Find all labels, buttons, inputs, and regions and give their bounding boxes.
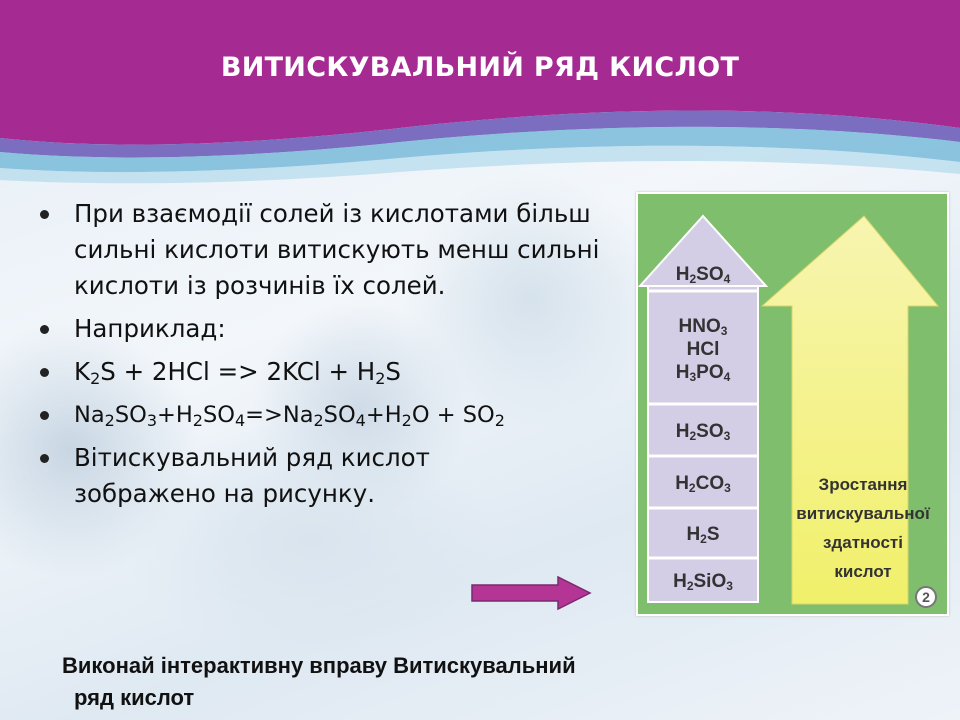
slide-title: ВИТИСКУВАЛЬНИЙ РЯД КИСЛОТ — [220, 52, 740, 83]
acid-column: H2SO4 HNO3 HCl H3PO4 H2SO3 H2CO3 H2S H2S… — [648, 212, 758, 602]
growth-label-line: здатності — [823, 533, 903, 552]
acid-cell: H2SO4 — [675, 263, 731, 286]
exercise-line-2: ряд кислот — [74, 685, 195, 710]
banner-shape — [0, 0, 960, 184]
bullet-item: При взаємодії солей із кислотами більш с… — [34, 196, 624, 304]
arrow-right-icon[interactable] — [470, 575, 592, 611]
acid-cell-group: HNO3 HCl H3PO4 — [675, 315, 731, 384]
bullet-text: При взаємодії солей із кислотами більш с… — [74, 199, 600, 300]
interactive-exercise-link[interactable]: Виконай інтерактивну вправу Витискувальн… — [62, 650, 862, 714]
growth-label: Зростання витискувальної здатності кисло… — [788, 470, 938, 586]
bullet-item-equation-2: Na2SO3+H2SO4=>Na2SO4+H2O + SO2 — [34, 397, 624, 433]
growth-label-line: кислот — [834, 562, 892, 581]
exercise-line-1: Виконай інтерактивну вправу Витискувальн… — [62, 653, 576, 678]
picture-graphics — [638, 214, 940, 605]
acid-cell: H2CO3 — [675, 472, 731, 495]
acid-series-picture: H2SO4 HNO3 HCl H3PO4 H2SO3 H2CO3 H2S H2S… — [636, 192, 949, 616]
bullet-item: Вітискувальний ряд кислот зображено на р… — [34, 440, 504, 512]
bullet-dot — [40, 454, 49, 463]
equation-2: Na2SO3+H2SO4=>Na2SO4+H2O + SO2 — [74, 402, 505, 430]
bullet-item-equation-1: K2S + 2HCl => 2KCl + H2S — [34, 354, 624, 390]
bullet-item: Наприклад: — [34, 311, 624, 347]
growth-label-line: витискувальної — [796, 504, 930, 523]
bullet-content: При взаємодії солей із кислотами більш с… — [34, 196, 624, 519]
background-blur-shape — [120, 420, 500, 660]
bullet-dot — [40, 411, 49, 420]
title-banner: ВИТИСКУВАЛЬНИЙ РЯД КИСЛОТ — [0, 0, 960, 190]
equation-1: K2S + 2HCl => 2KCl + H2S — [74, 357, 401, 388]
bullet-dot — [40, 325, 49, 334]
bullet-dot — [40, 210, 49, 219]
acid-cell: H2SiO3 — [673, 570, 733, 593]
acid-cell: H2SO3 — [675, 420, 731, 443]
bullet-list: При взаємодії солей із кислотами більш с… — [34, 196, 624, 512]
bullet-dot — [40, 368, 49, 377]
background-blur-shape — [400, 170, 660, 430]
bullet-text: Наприклад: — [74, 314, 226, 343]
bullet-text: Вітискувальний ряд кислот зображено на р… — [74, 443, 430, 508]
growth-label-line: Зростання — [818, 475, 908, 494]
acid-cell: H2S — [686, 523, 720, 546]
figure-number-badge: 2 — [915, 586, 937, 608]
